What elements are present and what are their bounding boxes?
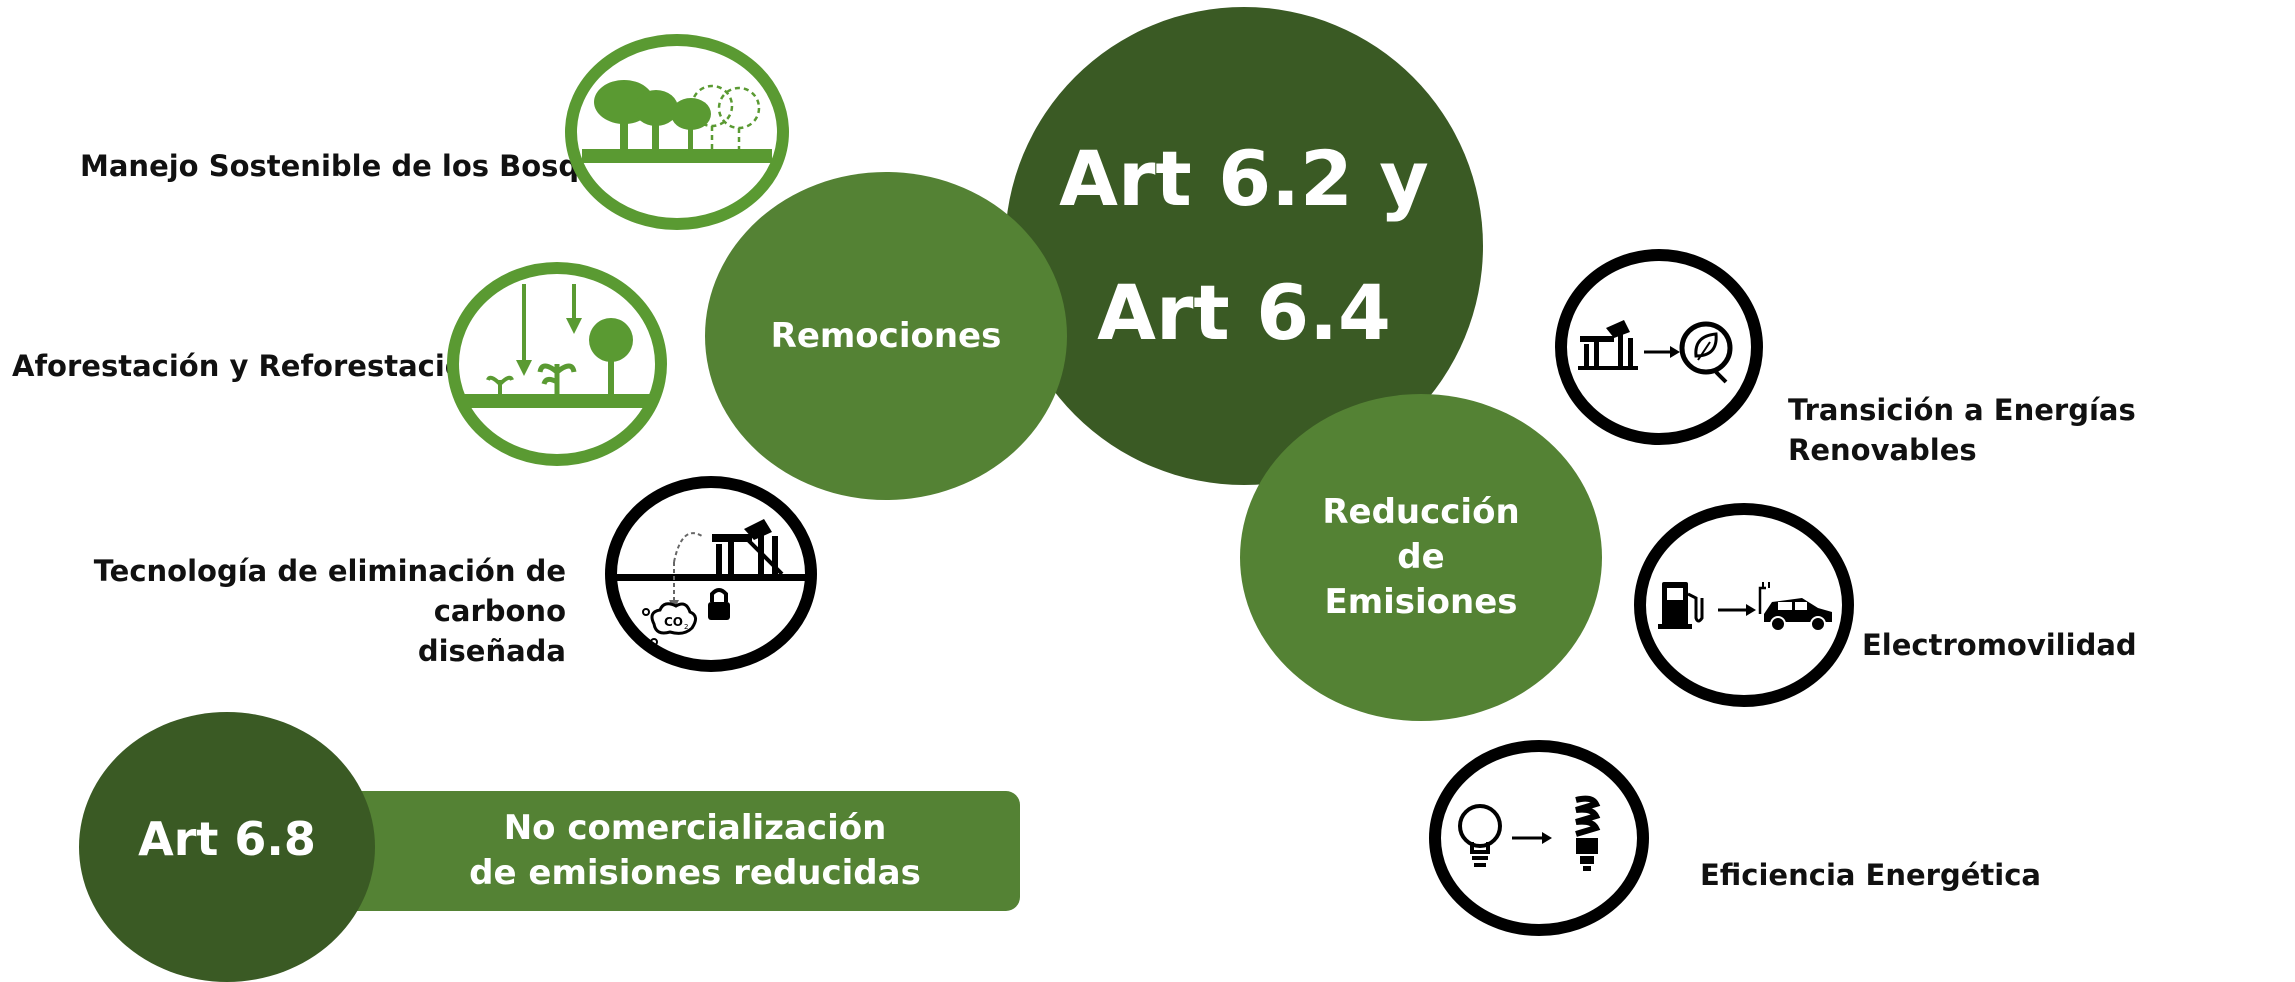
forest-management-label: Manejo Sostenible de los Bosques <box>80 149 637 183</box>
energy-efficiency-label: Eficiencia Energética <box>1700 858 2041 892</box>
reforestation-icon <box>447 262 667 466</box>
carbon-removal-label: Tecnología de eliminación de carbono dis… <box>20 551 566 671</box>
carbon-removal-label-line1: Tecnología de eliminación de carbono <box>93 554 566 628</box>
electromobility-label: Electromovilidad <box>1862 628 2137 662</box>
svg-text:2: 2 <box>684 623 688 631</box>
main-title-line2: Art 6.4 <box>1097 268 1391 357</box>
art68-title: Art 6.8 <box>138 812 316 866</box>
main-title-line1: Art 6.2 y <box>1059 134 1429 223</box>
carbon-removal-icon: CO 2 <box>605 476 817 672</box>
reductions-title-line1: Reducción <box>1322 492 1520 532</box>
reductions-circle: Reducción de Emisiones <box>1240 394 1602 721</box>
renewable-transition-icon <box>1555 249 1763 445</box>
removals-circle: Remociones <box>705 172 1067 500</box>
energy-efficiency-icon <box>1429 740 1649 936</box>
forest-icon <box>565 34 789 230</box>
art68-banner: No comercialización de emisiones reducid… <box>340 791 1020 911</box>
art68-banner-line2: de emisiones reducidas <box>469 853 921 893</box>
carbon-removal-label-line2: diseñada <box>417 634 566 668</box>
art-6-2-6-4-circle: Art 6.2 y Art 6.4 <box>1005 7 1483 485</box>
art68-banner-line1: No comercialización <box>503 808 887 848</box>
removals-title: Remociones <box>770 315 1002 356</box>
svg-text:CO: CO <box>664 615 683 629</box>
reforestation-label: Aforestación y Reforestación <box>12 349 486 383</box>
electromobility-icon <box>1634 503 1854 707</box>
reductions-title-line2: de <box>1397 537 1445 577</box>
art68-circle: Art 6.8 <box>79 712 375 982</box>
reductions-title-line3: Emisiones <box>1324 582 1518 622</box>
renewable-transition-label: Transición a Energías Renovables <box>1788 393 2136 467</box>
